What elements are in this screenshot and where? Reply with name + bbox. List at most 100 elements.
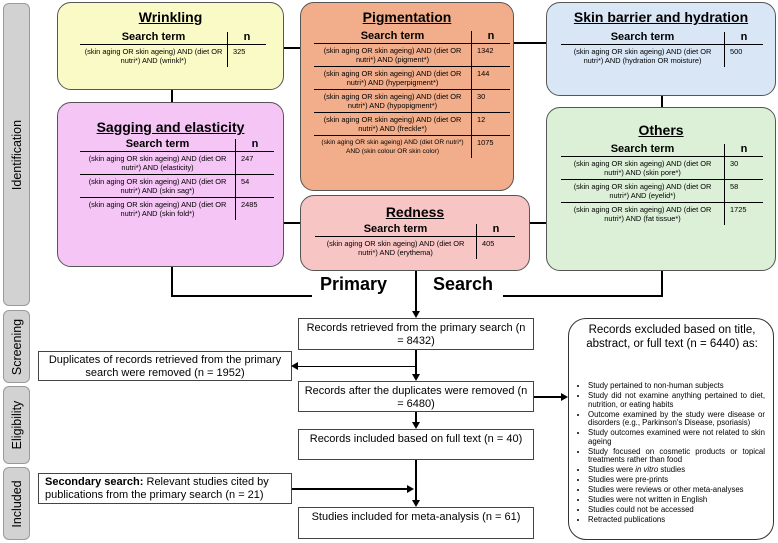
stage-identification-label: Identification xyxy=(9,119,24,190)
pigmentation-header-term: Search term xyxy=(314,31,472,44)
wrinkling-header-n: n xyxy=(227,32,266,45)
excluded-records-box: Records excluded based on title, abstrac… xyxy=(568,318,774,540)
count-cell: 500 xyxy=(724,44,763,67)
arrow-to-full-text xyxy=(412,422,420,429)
count-cell: 30 xyxy=(724,156,763,180)
sagging-title: Sagging and elasticity xyxy=(96,119,245,135)
table-row: (skin aging OR skin ageing) AND (diet OR… xyxy=(314,66,510,90)
secondary-search-box: Secondary search: Relevant studies cited… xyxy=(38,473,292,504)
barrier-header-n: n xyxy=(724,32,763,45)
connector-wrinkling-sagging xyxy=(171,89,173,103)
search-term-cell: (skin aging OR skin ageing) AND (diet OR… xyxy=(314,89,472,113)
connector-pigmentation-barrier xyxy=(514,42,546,44)
count-cell: 1725 xyxy=(724,202,763,225)
list-item: Studies were pre-prints xyxy=(588,475,765,485)
excluded-heading: Records excluded based on title, abstrac… xyxy=(586,324,758,350)
pigmentation-title: Pigmentation xyxy=(362,9,452,25)
count-cell: 54 xyxy=(235,174,274,198)
stem-to-meta xyxy=(415,460,417,501)
sagging-header-n: n xyxy=(235,139,274,152)
table-row: (skin aging OR skin ageing) AND (diet OR… xyxy=(561,202,763,225)
count-cell: 58 xyxy=(724,179,763,203)
table-row: (skin aging OR skin ageing) AND (diet OR… xyxy=(561,44,763,67)
sagging-header-term: Search term xyxy=(80,139,236,152)
search-term-cell: (skin aging OR skin ageing) AND (diet OR… xyxy=(88,200,227,218)
exclusion-reasons-list: Study pertained to non-human subjects St… xyxy=(579,381,765,526)
pigmentation-header-n: n xyxy=(471,31,510,44)
connector-redness-others xyxy=(530,222,546,224)
list-item: Retracted publications xyxy=(588,515,765,525)
arrow-to-after-duplicates xyxy=(412,374,420,381)
count-cell: 144 xyxy=(471,66,510,90)
redness-stem xyxy=(415,270,417,316)
secondary-search-label: Secondary search: xyxy=(45,476,144,488)
count-cell: 1075 xyxy=(471,135,510,158)
meta-analysis-box: Studies included for meta-analysis (n = … xyxy=(298,507,534,539)
table-row: (skin aging OR skin ageing) AND (diet OR… xyxy=(314,43,510,67)
bracket-right-leg xyxy=(661,270,663,296)
count-cell: 1342 xyxy=(471,43,510,67)
redness-title: Redness xyxy=(385,204,445,220)
stage-screening: Screening xyxy=(3,310,30,383)
search-term-cell: (skin aging OR skin ageing) AND (diet OR… xyxy=(573,47,712,65)
list-item: Study focused on cosmetic products or to… xyxy=(588,447,765,465)
barrier-header-term: Search term xyxy=(561,32,725,45)
barrier-box: Skin barrier and hydration Search term n… xyxy=(546,2,776,96)
redness-header-term: Search term xyxy=(315,224,477,237)
stage-eligibility: Eligibility xyxy=(3,386,30,464)
bracket-base-right xyxy=(503,295,663,297)
list-item: Studies were reviews or other meta-analy… xyxy=(588,485,765,495)
search-term-cell: (skin aging OR skin ageing) AND (diet OR… xyxy=(80,151,236,175)
table-row: (skin aging OR skin ageing) AND (diet OR… xyxy=(80,44,266,67)
search-term-cell: (skin aging OR skin ageing) AND (diet OR… xyxy=(321,139,464,155)
wrinkling-title: Wrinkling xyxy=(138,9,203,25)
list-item: Study pertained to non-human subjects xyxy=(588,381,765,391)
pigmentation-table: Search term n (skin aging OR skin ageing… xyxy=(314,31,510,158)
table-row: (skin aging OR skin ageing) AND (diet OR… xyxy=(314,89,510,113)
count-cell: 325 xyxy=(227,44,266,67)
arrow-to-meta-analysis xyxy=(412,500,420,507)
secondary-search-text: Relevant studies cited by publications f… xyxy=(45,476,269,501)
sagging-table: Search term n (skin aging OR skin ageing… xyxy=(80,139,274,220)
barrier-table: Search term n (skin aging OR skin ageing… xyxy=(561,32,763,67)
others-table: Search term n (skin aging OR skin ageing… xyxy=(561,144,763,225)
bracket-left-leg xyxy=(171,266,173,296)
search-term-cell: (skin aging OR skin ageing) AND (diet OR… xyxy=(561,179,725,203)
search-term-cell: (skin aging OR skin ageing) AND (diet OR… xyxy=(314,43,472,67)
pigmentation-box: Pigmentation Search term n (skin aging O… xyxy=(300,2,514,191)
count-cell: 2485 xyxy=(235,197,274,220)
table-row: (skin aging OR skin ageing) AND (diet OR… xyxy=(314,135,510,158)
stage-eligibility-label: Eligibility xyxy=(9,400,24,450)
primary-search-arrow xyxy=(412,311,420,318)
secondary-branch-line xyxy=(292,488,408,490)
duplicates-removed-box: Duplicates of records retrieved from the… xyxy=(38,351,292,381)
search-term-cell: (skin aging OR skin ageing) AND (diet OR… xyxy=(326,239,465,257)
search-term-cell: (skin aging OR skin ageing) AND (diet OR… xyxy=(314,112,472,136)
barrier-title: Skin barrier and hydration xyxy=(573,9,749,25)
table-row: (skin aging OR skin ageing) AND (diet OR… xyxy=(561,156,763,180)
others-header-term: Search term xyxy=(561,144,725,157)
redness-box: Redness Search term n (skin aging OR ski… xyxy=(300,195,530,271)
others-box: Others Search term n (skin aging OR skin… xyxy=(546,107,776,271)
search-term-cell: (skin aging OR skin ageing) AND (diet OR… xyxy=(84,47,223,65)
after-duplicates-box: Records after the duplicates were remove… xyxy=(298,381,534,412)
table-row: (skin aging OR skin ageing) AND (diet OR… xyxy=(561,179,763,203)
arrow-to-excluded xyxy=(561,393,568,401)
primary-search-word1: Primary xyxy=(320,274,388,294)
redness-header-n: n xyxy=(476,224,515,237)
bracket-base-left xyxy=(171,295,312,297)
list-item: Studies were not written in English xyxy=(588,495,765,505)
full-text-box: Records included based on full text (n =… xyxy=(298,429,534,460)
count-cell: 12 xyxy=(471,112,510,136)
connector-barrier-others xyxy=(661,95,663,108)
table-row: (skin aging OR skin ageing) AND (diet OR… xyxy=(80,197,274,220)
excluded-branch-line xyxy=(534,396,562,398)
list-item: Studies could not be accessed xyxy=(588,505,765,515)
table-row: (skin aging OR skin ageing) AND (diet OR… xyxy=(314,112,510,136)
arrow-to-duplicates xyxy=(291,362,298,370)
stage-screening-label: Screening xyxy=(9,318,24,375)
table-row: (skin aging OR skin ageing) AND (diet OR… xyxy=(80,151,274,175)
sagging-box: Sagging and elasticity Search term n (sk… xyxy=(57,102,284,267)
stage-included-label: Included xyxy=(9,479,24,528)
count-cell: 405 xyxy=(476,236,515,259)
